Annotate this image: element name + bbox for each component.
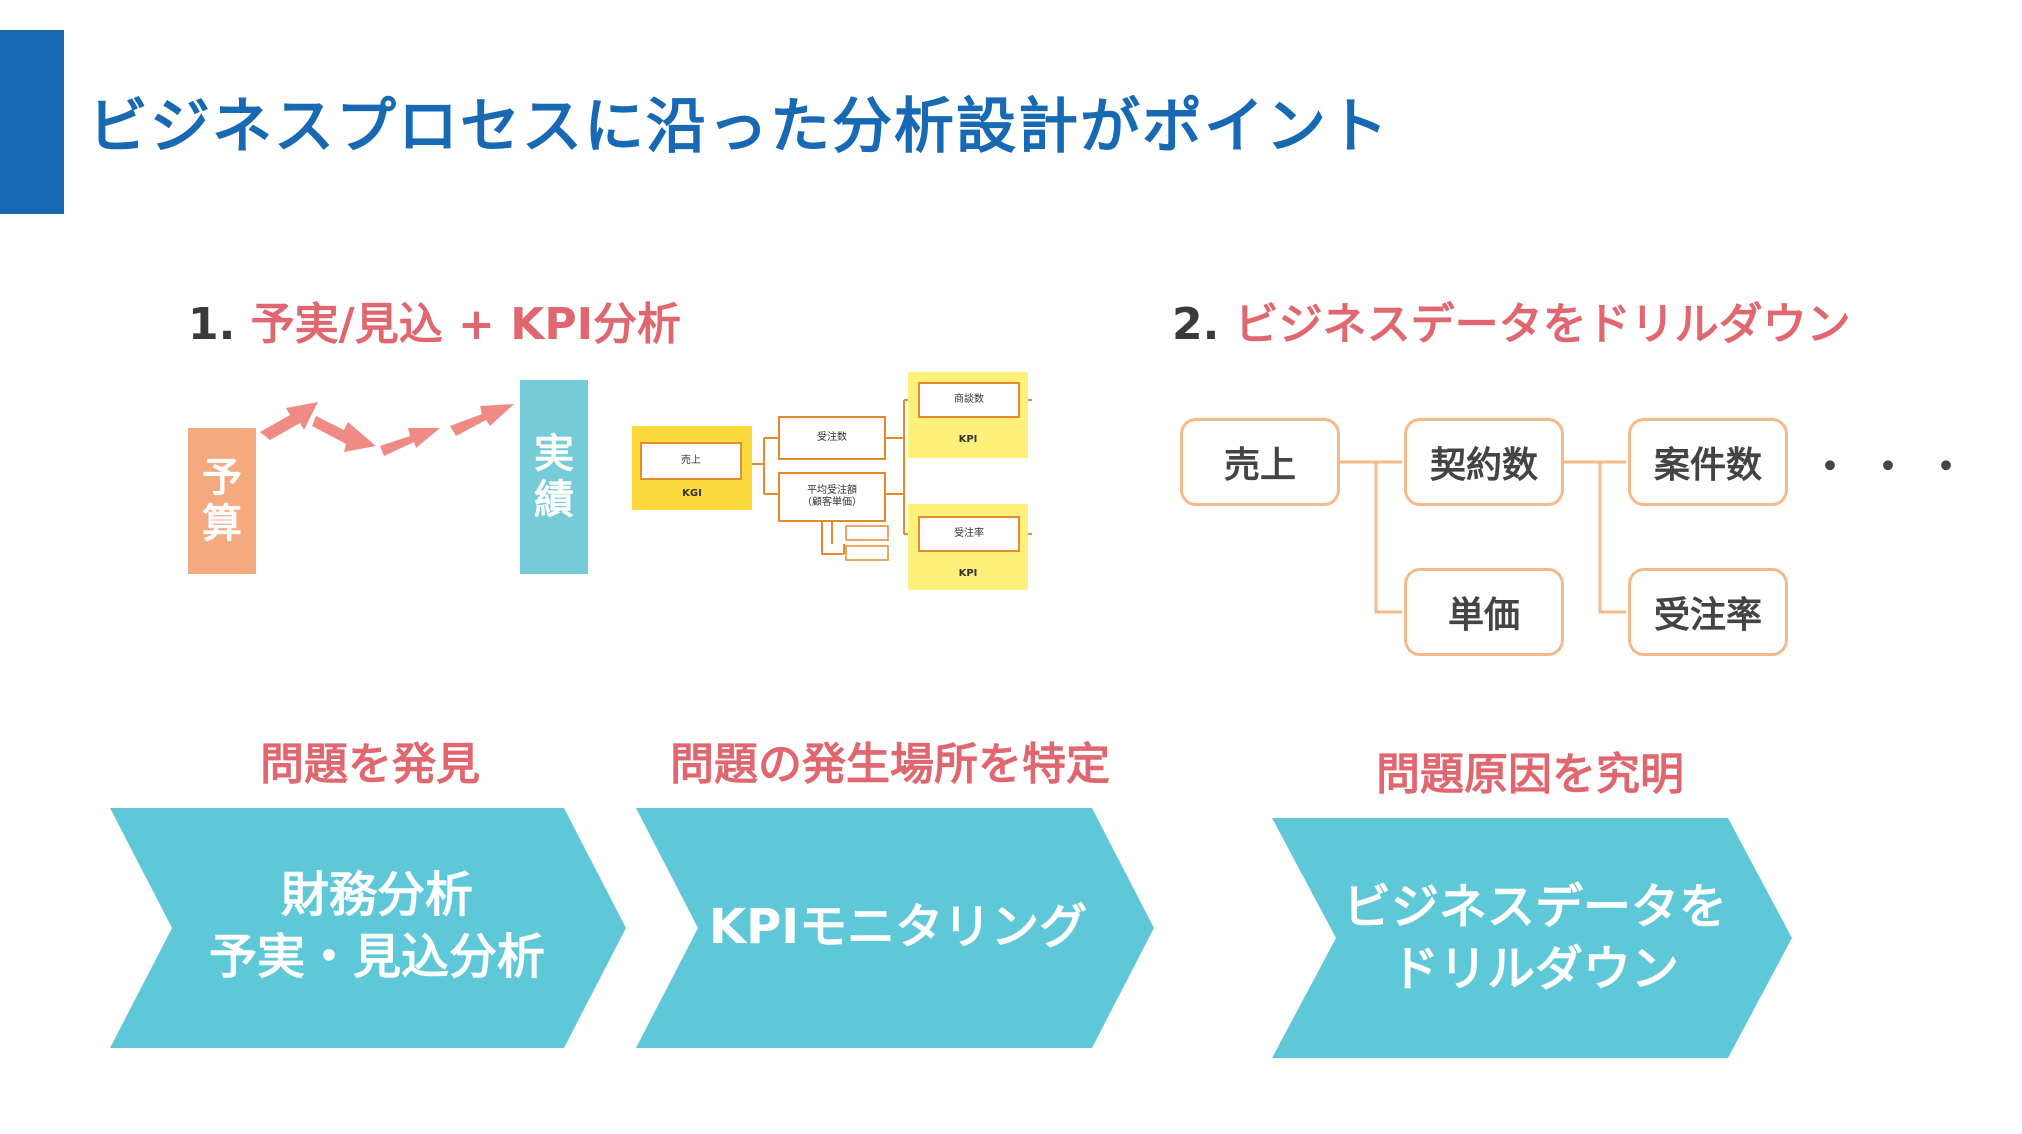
actual-char-1: 実 — [534, 431, 574, 477]
section1-title: 予実/見込 + KPI分析 — [250, 299, 681, 350]
kpi-tag-top: KPI — [958, 434, 978, 445]
kgi-node-sales: 売上 — [640, 442, 742, 480]
arrow-3 — [380, 428, 440, 456]
caption-root-cause: 問題原因を究明 — [1376, 749, 1684, 800]
drilldown-node-sales: 売上 — [1180, 418, 1340, 506]
kpi-node-avg-order: 平均受注額 （顧客単価） — [778, 472, 886, 522]
chevron-3-line1: ビジネスデータを — [1342, 879, 1727, 935]
caption-locate-problem: 問題の発生場所を特定 — [670, 739, 1110, 790]
kpi-tag-bottom: KPI — [958, 568, 978, 579]
arrow-2 — [312, 416, 376, 452]
section1-heading: 1. 予実/見込 + KPI分析 — [188, 288, 681, 352]
title-accent-bar — [0, 30, 64, 214]
kgi-tag: KGI — [682, 488, 702, 499]
budget-char-2: 算 — [202, 501, 242, 547]
progress-arrows — [260, 402, 514, 456]
actual-box: 実 績 — [520, 380, 588, 574]
chevron-1 — [110, 808, 626, 1048]
drilldown-node-unit-price: 単価 — [1404, 568, 1564, 656]
drilldown-ellipsis: ・・・ — [1810, 444, 1984, 490]
section2-number: 2. — [1172, 299, 1220, 350]
section2-heading: 2. ビジネスデータをドリルダウン — [1172, 288, 1851, 352]
drilldown-node-cases: 案件数 — [1628, 418, 1788, 506]
drilldown-node-win-rate: 受注率 — [1628, 568, 1788, 656]
chevron-2-line1: KPIモニタリング — [708, 899, 1088, 955]
drilldown-node-contracts: 契約数 — [1404, 418, 1564, 506]
chevron-1-line2: 予実・見込分析 — [208, 929, 545, 986]
actual-char-2: 績 — [534, 477, 574, 523]
chevron-3 — [1272, 818, 1792, 1058]
chevron-3-line2: ドリルダウン — [1390, 941, 1679, 998]
chevron-2 — [636, 808, 1154, 1048]
chevron-2-label: KPIモニタリング — [688, 896, 1108, 958]
budget-box: 予 算 — [188, 428, 256, 574]
kgi-kpi-tree: 売上 KGI 受注数 平均受注額 （顧客単価） 商談数 KPI 受注率 KPI — [632, 372, 1032, 594]
drilldown-connectors — [1340, 460, 1626, 614]
chevron-1-label: 財務分析 予実・見込分析 — [172, 864, 582, 989]
kpi-node-win-rate: 受注率 — [918, 516, 1020, 552]
budget-char-1: 予 — [202, 455, 242, 501]
page-title: ビジネスプロセスに沿った分析設計がポイント — [88, 92, 1390, 162]
kpi-node-orders: 受注数 — [778, 416, 886, 460]
kpi-node-deals: 商談数 — [918, 382, 1020, 418]
caption-find-problem: 問題を発見 — [260, 739, 480, 790]
arrow-4 — [450, 404, 514, 436]
section2-title: ビジネスデータをドリルダウン — [1234, 299, 1851, 350]
chevron-3-label: ビジネスデータを ドリルダウン — [1320, 876, 1750, 1001]
arrow-1 — [260, 402, 318, 440]
chevron-1-line1: 財務分析 — [280, 867, 473, 923]
section1-number: 1. — [188, 299, 236, 350]
